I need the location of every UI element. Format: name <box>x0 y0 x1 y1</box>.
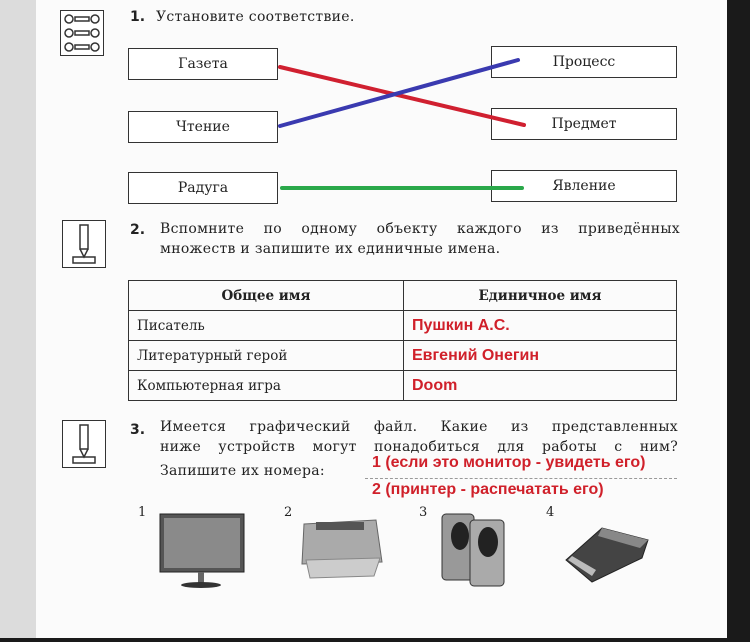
task-text: Вспомните по одному объекту каждого из п… <box>160 221 680 237</box>
answer-text[interactable]: 1 (если это монитор - увидеть его) <box>372 454 646 471</box>
printer-icon <box>301 519 383 579</box>
match-line-blue <box>278 58 520 128</box>
match-line-red <box>278 65 526 127</box>
task-number: 1. <box>130 9 146 25</box>
device-number: 2 <box>284 505 293 520</box>
right-item[interactable]: Процесс <box>491 46 677 78</box>
general-name: Писатель <box>128 310 404 341</box>
answer-text[interactable]: 2 (принтер - распечатать его) <box>372 481 604 498</box>
task-text: Запишите их номера: <box>160 463 325 479</box>
device-number: 3 <box>419 505 428 520</box>
right-item[interactable]: Явление <box>491 170 677 202</box>
column-header: Общее имя <box>128 280 404 311</box>
general-name: Компьютерная игра <box>128 370 404 401</box>
pencil-icon <box>62 220 106 268</box>
scanner-icon <box>565 527 649 583</box>
device-number: 1 <box>138 505 147 520</box>
task-number: 2. <box>130 222 146 238</box>
column-header: Единичное имя <box>403 280 677 311</box>
device-number: 4 <box>546 505 555 520</box>
left-item[interactable]: Радуга <box>128 172 278 204</box>
answer-cell[interactable]: Doom <box>403 370 677 401</box>
task-text: ниже устройств могут понадобиться для ра… <box>160 439 678 455</box>
answer-cell[interactable]: Евгений Онегин <box>403 340 677 371</box>
answer-line <box>365 478 677 479</box>
task-number: 3. <box>130 422 146 438</box>
left-item[interactable]: Газета <box>128 48 278 80</box>
task-title: Установите соответствие. <box>156 9 355 25</box>
general-name: Литературный герой <box>128 340 404 371</box>
left-item[interactable]: Чтение <box>128 111 278 143</box>
page-margin <box>0 0 36 638</box>
task-text: Имеется графический файл. Какие из предс… <box>160 419 678 435</box>
match-lines <box>278 58 526 190</box>
pencil-icon <box>62 420 106 468</box>
task-text: множеств и запишите их единичные имена. <box>160 241 501 257</box>
workbook-page: 1. Установите соответствие. Газета Чтени… <box>0 0 727 638</box>
answer-cell[interactable]: Пушкин А.С. <box>403 310 677 341</box>
monitor-icon <box>159 513 245 588</box>
speakers-icon <box>441 513 505 587</box>
matching-icon <box>60 10 104 56</box>
